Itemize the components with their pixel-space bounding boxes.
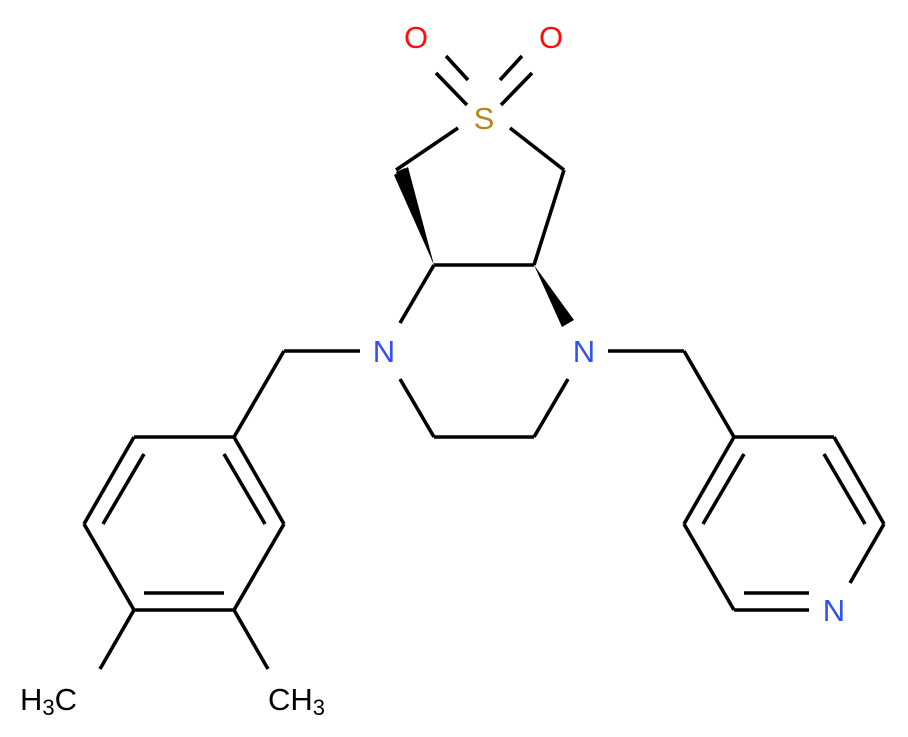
bond-methyl-left (98, 609, 136, 670)
bond-n1-ch2 (398, 378, 436, 438)
methyl-label-right: CH3 (268, 682, 325, 720)
bond-benzyl-ch2-aryl (232, 350, 286, 438)
bond-s-ch2-right (508, 126, 566, 172)
wedge-bond-left-fill (394, 167, 434, 265)
sulfur-atom: S (474, 101, 495, 136)
bond-methyl-right (232, 609, 270, 670)
bond-c3a-n1 (398, 264, 436, 324)
nitrogen-atom-left: N (373, 334, 395, 369)
bond-ch2-right-c7a (532, 169, 566, 266)
pyridine-ring (682, 435, 886, 612)
sulfone-double-bond-right (498, 54, 534, 107)
bond-ch2-n2 (532, 378, 570, 438)
bond-s-ch2-left (394, 126, 460, 172)
oxygen-atom-right: O (539, 20, 563, 55)
bond-pyridyl-ch2-aryl (682, 350, 736, 438)
sulfone-double-bond-left (434, 54, 470, 107)
nitrogen-atom-right: N (573, 334, 595, 369)
nitrogen-atom-pyridine: N (823, 593, 845, 628)
wedge-bond-right (534, 265, 574, 327)
methyl-label-left: H3C (20, 682, 77, 720)
benzene-ring (82, 435, 286, 612)
oxygen-atom-left: O (404, 20, 428, 55)
